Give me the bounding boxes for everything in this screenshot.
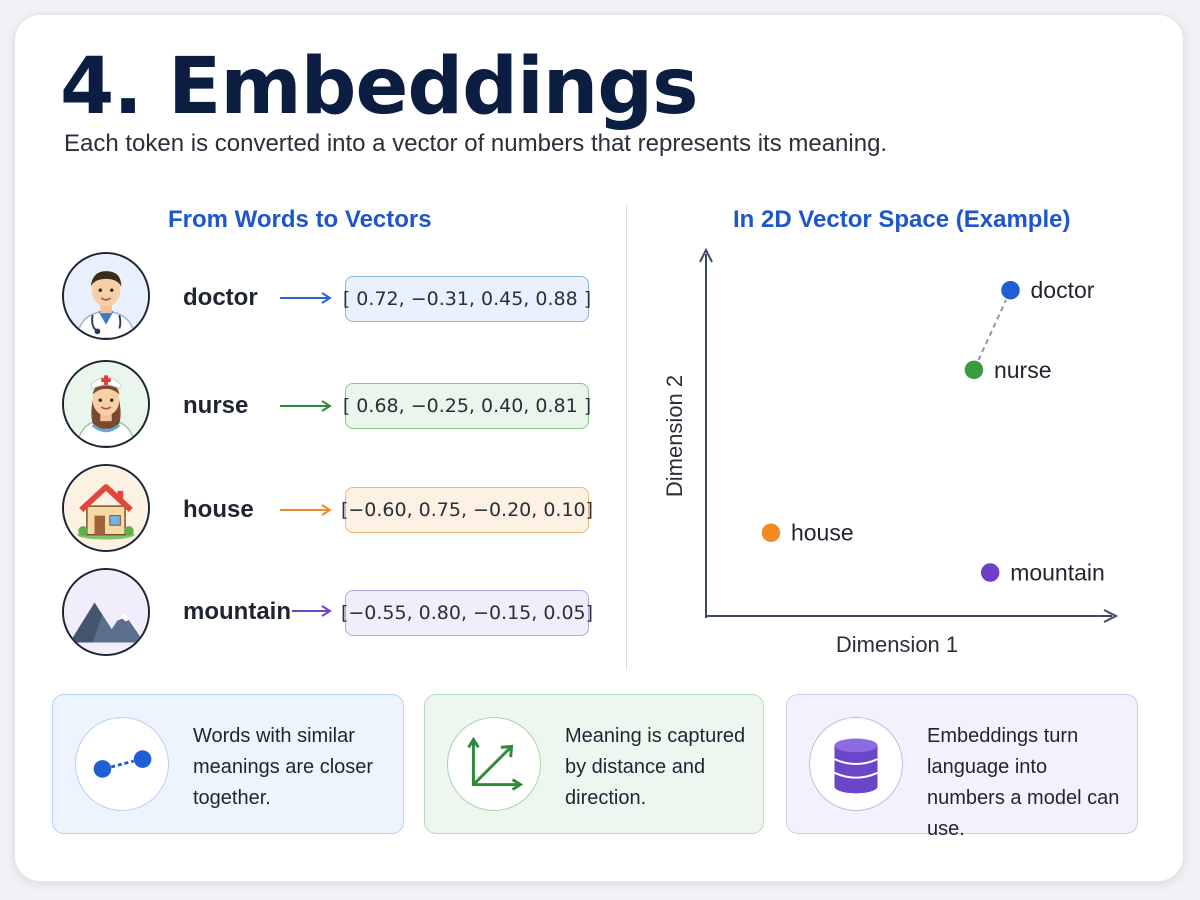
y-axis-arrowhead — [699, 247, 713, 263]
right-panel-heading: In 2D Vector Space (Example) — [733, 206, 1071, 233]
point-mountain — [979, 561, 1001, 584]
page-title: 4. Embeddings — [60, 42, 699, 132]
similarity-link-doctor-nurse — [973, 289, 1012, 371]
vector-doctor: [ 0.72, −0.31, 0.45, 0.88 ] — [343, 276, 591, 322]
info-card-direction: Meaning is captured by distance and dire… — [424, 694, 764, 834]
nurse-icon — [62, 360, 150, 448]
info-card-closeness: Words with similar meanings are closer t… — [52, 694, 404, 834]
x-axis-arrowhead — [1103, 609, 1119, 623]
left-panel-heading: From Words to Vectors — [168, 206, 432, 233]
arrow-icon — [280, 292, 332, 304]
info-text-numbers: Embeddings turn language into numbers a … — [927, 725, 1120, 840]
connected-dots-icon — [75, 717, 169, 811]
vector-house: [−0.60, 0.75, −0.20, 0.10] — [341, 487, 593, 533]
house-icon — [62, 464, 150, 552]
info-text-closeness: Words with similar meanings are closer t… — [193, 725, 374, 809]
vector-nurse: [ 0.68, −0.25, 0.40, 0.81 ] — [343, 383, 591, 429]
vector-mountain: [−0.55, 0.80, −0.15, 0.05] — [341, 590, 593, 636]
scatter-plot: Dimension 1 Dimension 2 doctor nurse house… — [662, 247, 1119, 657]
info-card-numbers: Embeddings turn language into numbers a … — [786, 694, 1138, 840]
vector-directions-icon — [447, 717, 541, 811]
arrow-icon — [280, 400, 332, 412]
word-nurse: nurse — [183, 392, 249, 419]
point-label-mountain: mountain — [1010, 560, 1105, 586]
database-icon — [809, 717, 903, 811]
x-axis-label: Dimension 1 — [836, 632, 958, 657]
point-doctor — [999, 279, 1022, 301]
mountain-icon — [62, 568, 150, 656]
y-axis-label: Dimension 2 — [662, 375, 687, 497]
point-label-nurse: nurse — [994, 357, 1052, 383]
point-label-doctor: doctor — [1031, 277, 1095, 303]
doctor-icon — [62, 252, 150, 340]
arrow-icon — [292, 605, 332, 617]
point-label-house: house — [791, 520, 854, 546]
word-mountain: mountain — [183, 598, 291, 625]
point-nurse — [963, 359, 985, 381]
word-doctor: doctor — [183, 284, 258, 311]
panel-divider — [626, 205, 627, 670]
info-text-direction: Meaning is captured by distance and dire… — [565, 725, 746, 809]
word-house: house — [183, 496, 254, 523]
page-subtitle: Each token is converted into a vector of… — [64, 130, 888, 157]
arrow-icon — [280, 504, 332, 516]
point-house — [760, 521, 782, 544]
